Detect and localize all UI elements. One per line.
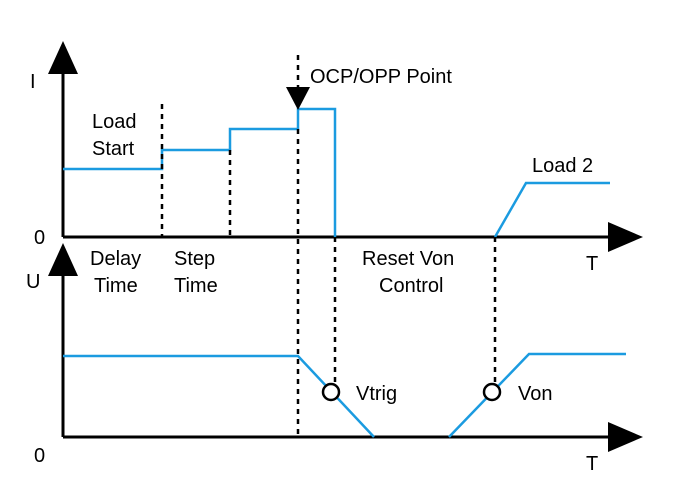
current-y-axis-arrow-icon xyxy=(48,41,78,74)
current-x-label: T xyxy=(586,253,598,275)
voltage-zero-label: 0 xyxy=(34,445,45,467)
load-start-label-line2: Start xyxy=(92,138,135,160)
voltage-y-label: U xyxy=(26,271,40,293)
load-start-label-line1: Load xyxy=(92,111,137,133)
current-graph: I 0 T Load Start OCP/OPP Point Load 2 xyxy=(30,41,643,275)
reset-von-control-label-line2: Control xyxy=(379,275,443,297)
von-label: Von xyxy=(518,383,552,405)
ocp-marker xyxy=(286,55,310,110)
step-time-label-line1: Step xyxy=(174,248,215,270)
voltage-y-axis-arrow-icon xyxy=(48,243,78,276)
current-x-axis-arrow-icon xyxy=(608,222,643,252)
vtrig-label: Vtrig xyxy=(356,383,397,405)
reset-von-control-label-line1: Reset Von xyxy=(362,248,454,270)
load2-label: Load 2 xyxy=(532,155,593,177)
voltage-trace-rising xyxy=(448,352,626,438)
down-arrow-icon xyxy=(286,87,310,110)
delay-time-label-line2: Time xyxy=(94,275,138,297)
vtrig-circle-marker-icon xyxy=(321,382,341,402)
current-trace xyxy=(63,107,337,237)
phase-labels: Delay Time Step Time Reset Von Control xyxy=(90,248,454,297)
load2-trace xyxy=(493,181,610,238)
von-circle-marker-icon xyxy=(482,382,502,402)
voltage-trace-falling xyxy=(63,354,375,438)
voltage-x-label: T xyxy=(586,453,598,475)
current-zero-label: 0 xyxy=(34,227,45,249)
ocp-opp-point-label: OCP/OPP Point xyxy=(310,66,452,88)
current-y-label: I xyxy=(30,71,36,93)
dashed-markers xyxy=(160,104,497,437)
step-time-label-line2: Time xyxy=(174,275,218,297)
delay-time-label-line1: Delay xyxy=(90,248,141,270)
voltage-graph: U 0 T Vtrig Von xyxy=(26,243,643,475)
voltage-x-axis-arrow-icon xyxy=(608,422,643,452)
